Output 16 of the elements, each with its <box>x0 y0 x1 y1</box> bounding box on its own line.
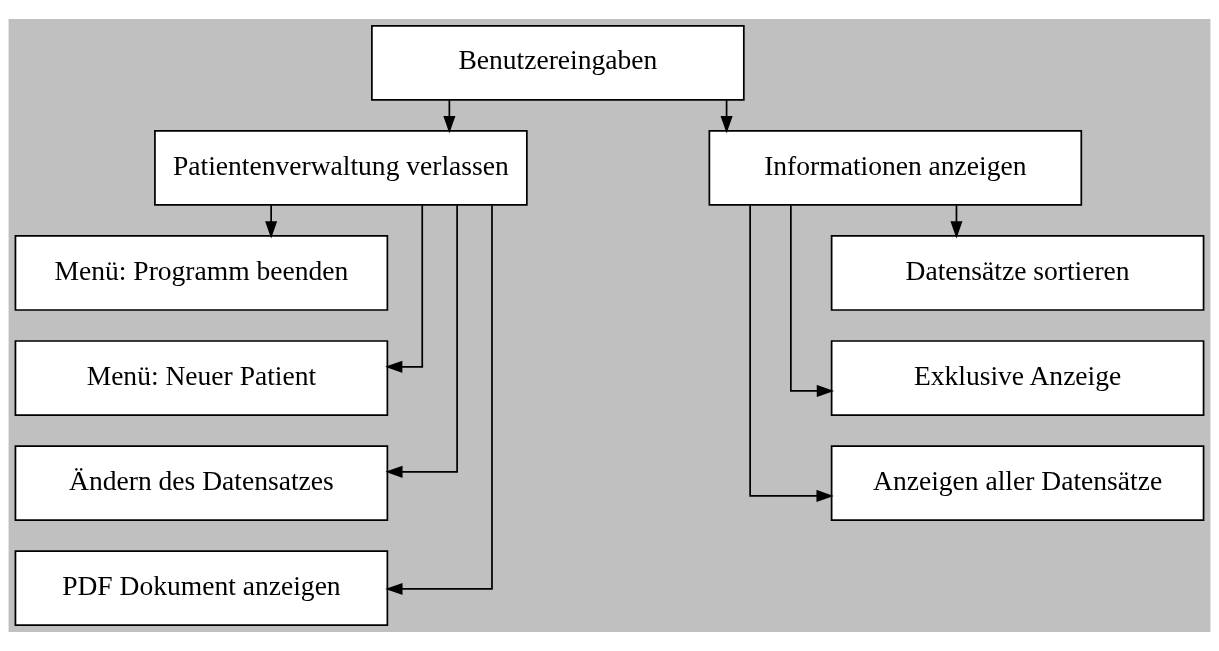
node-box: Ändern des Datensatzes <box>14 445 389 521</box>
node-box: Anzeigen aller Datensätze <box>830 445 1205 521</box>
arrow <box>385 204 493 595</box>
node-box: PDF Dokument anzeigen <box>14 550 389 626</box>
arrow <box>385 204 424 373</box>
node-box: Menü: Neuer Patient <box>14 340 389 416</box>
node-box: Exklusive Anzeige <box>830 340 1205 416</box>
arrow <box>385 204 458 478</box>
node-box: Menü: Programm beenden <box>14 235 389 311</box>
node-box: Informationen anzeigen <box>708 130 1083 206</box>
node-box: Datensätze sortieren <box>830 235 1205 311</box>
node-box: Benutzereingaben <box>371 25 745 101</box>
node-box: Patientenverwaltung verlassen <box>154 130 528 206</box>
arrow <box>265 204 278 239</box>
arrow <box>749 204 834 502</box>
arrow <box>790 204 834 397</box>
